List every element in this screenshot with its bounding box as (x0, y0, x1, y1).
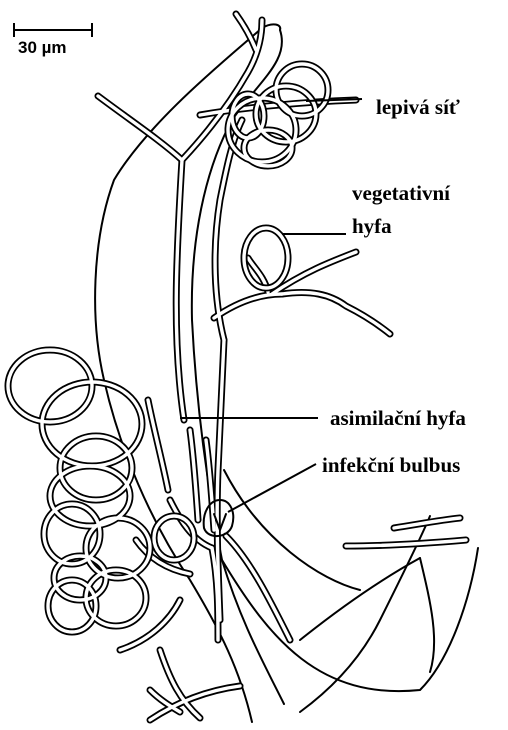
nematode-body (95, 24, 478, 722)
sticky-net-label: lepivá síť (376, 96, 460, 119)
vegetative-hypha-label-line2: hyfa (352, 215, 392, 238)
scale-bar (14, 23, 92, 37)
scale-bar-label: 30 µm (18, 38, 67, 58)
infection-bulb-label: infekční bulbus (322, 454, 460, 477)
assimilation-hypha-label: asimilační hyfa (330, 407, 466, 430)
hyphae (98, 14, 466, 720)
vegetative-hypha-label-line1: vegetativní (352, 182, 450, 205)
